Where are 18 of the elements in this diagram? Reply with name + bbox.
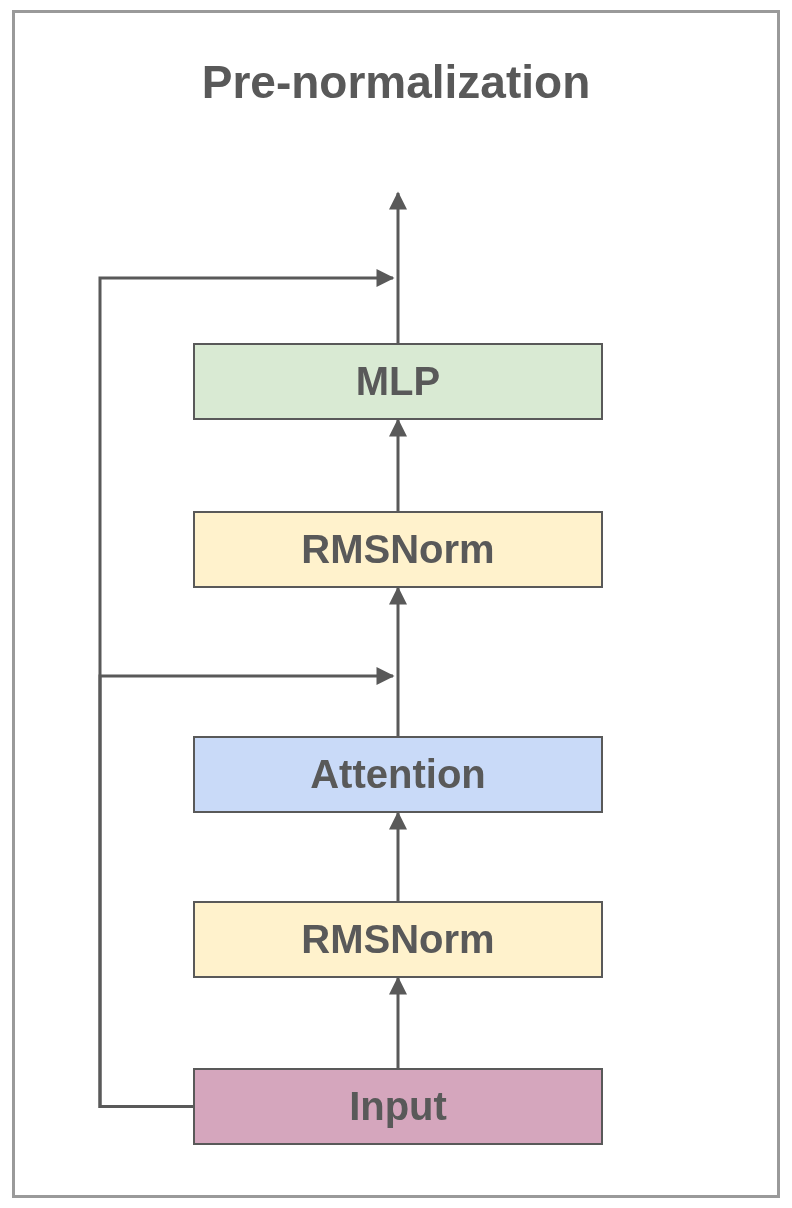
- process-box: [193, 1068, 603, 1145]
- arrow: [389, 811, 407, 901]
- process-box: [193, 901, 603, 978]
- box-label: Input: [349, 1084, 447, 1129]
- arrow: [98, 269, 395, 1108]
- box-label: RMSNorm: [301, 527, 495, 572]
- arrow: [389, 586, 407, 736]
- process-box: [193, 343, 603, 420]
- arrow: [389, 418, 407, 511]
- arrow: [389, 191, 407, 343]
- process-box: [193, 511, 603, 588]
- box-label: MLP: [355, 359, 441, 404]
- diagram-frame: [12, 10, 780, 1198]
- frame-heading: Pre-normalization: [200, 55, 592, 109]
- process-box: [193, 736, 603, 813]
- arrow: [389, 976, 407, 1068]
- box-label: RMSNorm: [301, 917, 495, 962]
- box-label: Attention: [310, 752, 486, 797]
